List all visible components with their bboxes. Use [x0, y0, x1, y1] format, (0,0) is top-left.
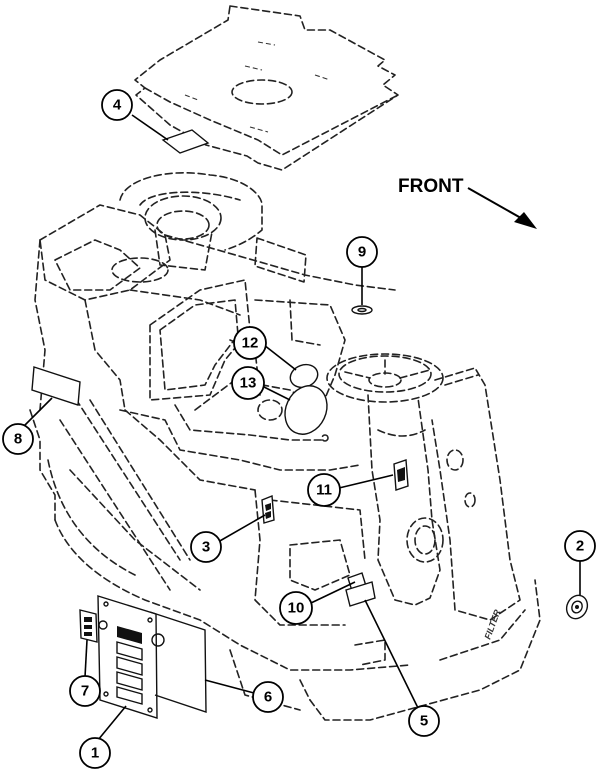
callout-8: 8: [2, 423, 34, 455]
svg-text:12: 12: [242, 335, 259, 352]
leader-lines: [23, 114, 581, 741]
callout-3: 3: [190, 531, 222, 563]
svg-text:13: 13: [240, 375, 257, 392]
svg-text:11: 11: [316, 482, 332, 499]
part-11-decal: [393, 459, 409, 491]
part-2-cap: [565, 594, 589, 620]
callout-1: 1: [79, 737, 111, 769]
svg-text:7: 7: [81, 683, 89, 700]
svg-text:1: 1: [91, 745, 99, 762]
part-13-disc: [284, 385, 328, 435]
svg-text:10: 10: [288, 600, 305, 617]
callout-12: 12: [233, 326, 267, 360]
callout-7: 7: [69, 675, 101, 707]
front-direction-indicator: FRONT: [398, 176, 537, 229]
callout-9: 9: [346, 236, 378, 268]
callout-11: 11: [307, 473, 341, 507]
part-9-ring: [351, 305, 373, 315]
callout-5: 5: [408, 705, 440, 737]
svg-text:6: 6: [264, 689, 272, 706]
part-1-switch-plate: [97, 595, 165, 719]
svg-text:2: 2: [576, 538, 584, 555]
machine-body: [29, 172, 541, 721]
part-7-decal: [79, 609, 98, 643]
callout-2: 2: [564, 530, 596, 562]
steering-assembly: [326, 353, 521, 621]
part-6-gasket: [149, 611, 207, 713]
svg-text:8: 8: [14, 431, 22, 448]
part-8-decal: [31, 366, 81, 406]
front-arrow-head: [514, 212, 537, 229]
part-top-right-decal: [254, 237, 307, 283]
top-cover-panel: [134, 5, 399, 171]
callout-4: 4: [101, 89, 133, 121]
filter-embossed-text: FILTER: [482, 608, 502, 641]
callout-6: 6: [252, 681, 284, 713]
front-label: FRONT: [398, 176, 464, 197]
part-5-label: [345, 581, 376, 607]
callout-10: 10: [279, 591, 313, 625]
part-3-decal: [261, 494, 275, 524]
svg-text:4: 4: [113, 97, 122, 114]
svg-text:9: 9: [358, 244, 366, 261]
svg-text:3: 3: [202, 539, 210, 556]
part-4-label: [161, 129, 210, 154]
callout-13: 13: [231, 366, 265, 400]
svg-text:5: 5: [420, 713, 428, 730]
